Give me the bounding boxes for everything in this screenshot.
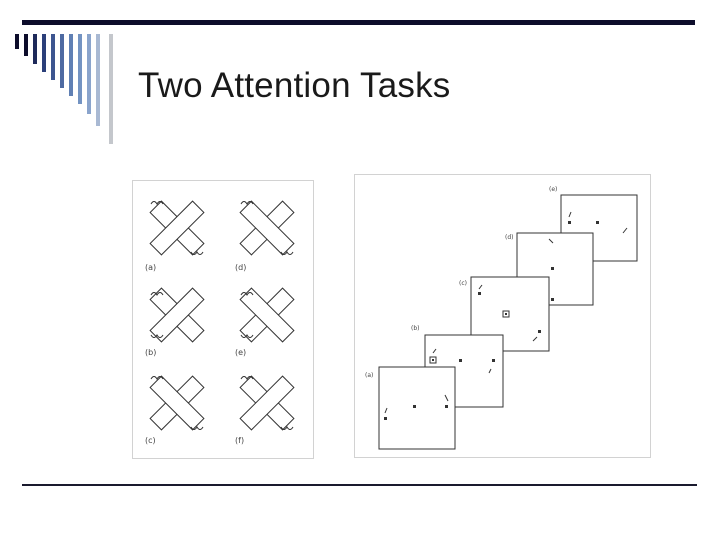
figure-overlapping-shapes: (a) (d) (b) (e) (c) — [132, 180, 314, 459]
label-d: (d) — [235, 263, 246, 272]
shape-d — [239, 200, 295, 256]
shape-b — [149, 287, 205, 343]
frame-label-d: (d) — [505, 234, 514, 241]
label-b: (b) — [145, 348, 156, 357]
frame-label-a: (a) — [365, 372, 373, 379]
frame-label-b: (b) — [411, 325, 420, 332]
frame-a: (a) — [365, 366, 456, 450]
bottom-divider — [22, 484, 697, 486]
shape-c — [149, 375, 205, 431]
figure-stacked-frames: (e) (d) (c) — [354, 174, 651, 458]
shape-f — [239, 375, 295, 431]
label-c: (c) — [145, 436, 156, 445]
shape-a — [149, 200, 205, 256]
frame-label-c: (c) — [459, 280, 467, 287]
decorative-stripes — [15, 34, 113, 144]
frames-figure-graphic: (e) (d) (c) — [365, 186, 638, 450]
overlap-figure-graphic: (a) (d) (b) (e) (c) — [145, 200, 295, 445]
frame-label-e: (e) — [549, 186, 557, 193]
page-title: Two Attention Tasks — [138, 66, 451, 105]
label-f: (f) — [235, 436, 244, 445]
top-divider — [22, 20, 695, 25]
shape-e — [239, 287, 295, 343]
label-e: (e) — [235, 348, 246, 357]
label-a: (a) — [145, 263, 156, 272]
